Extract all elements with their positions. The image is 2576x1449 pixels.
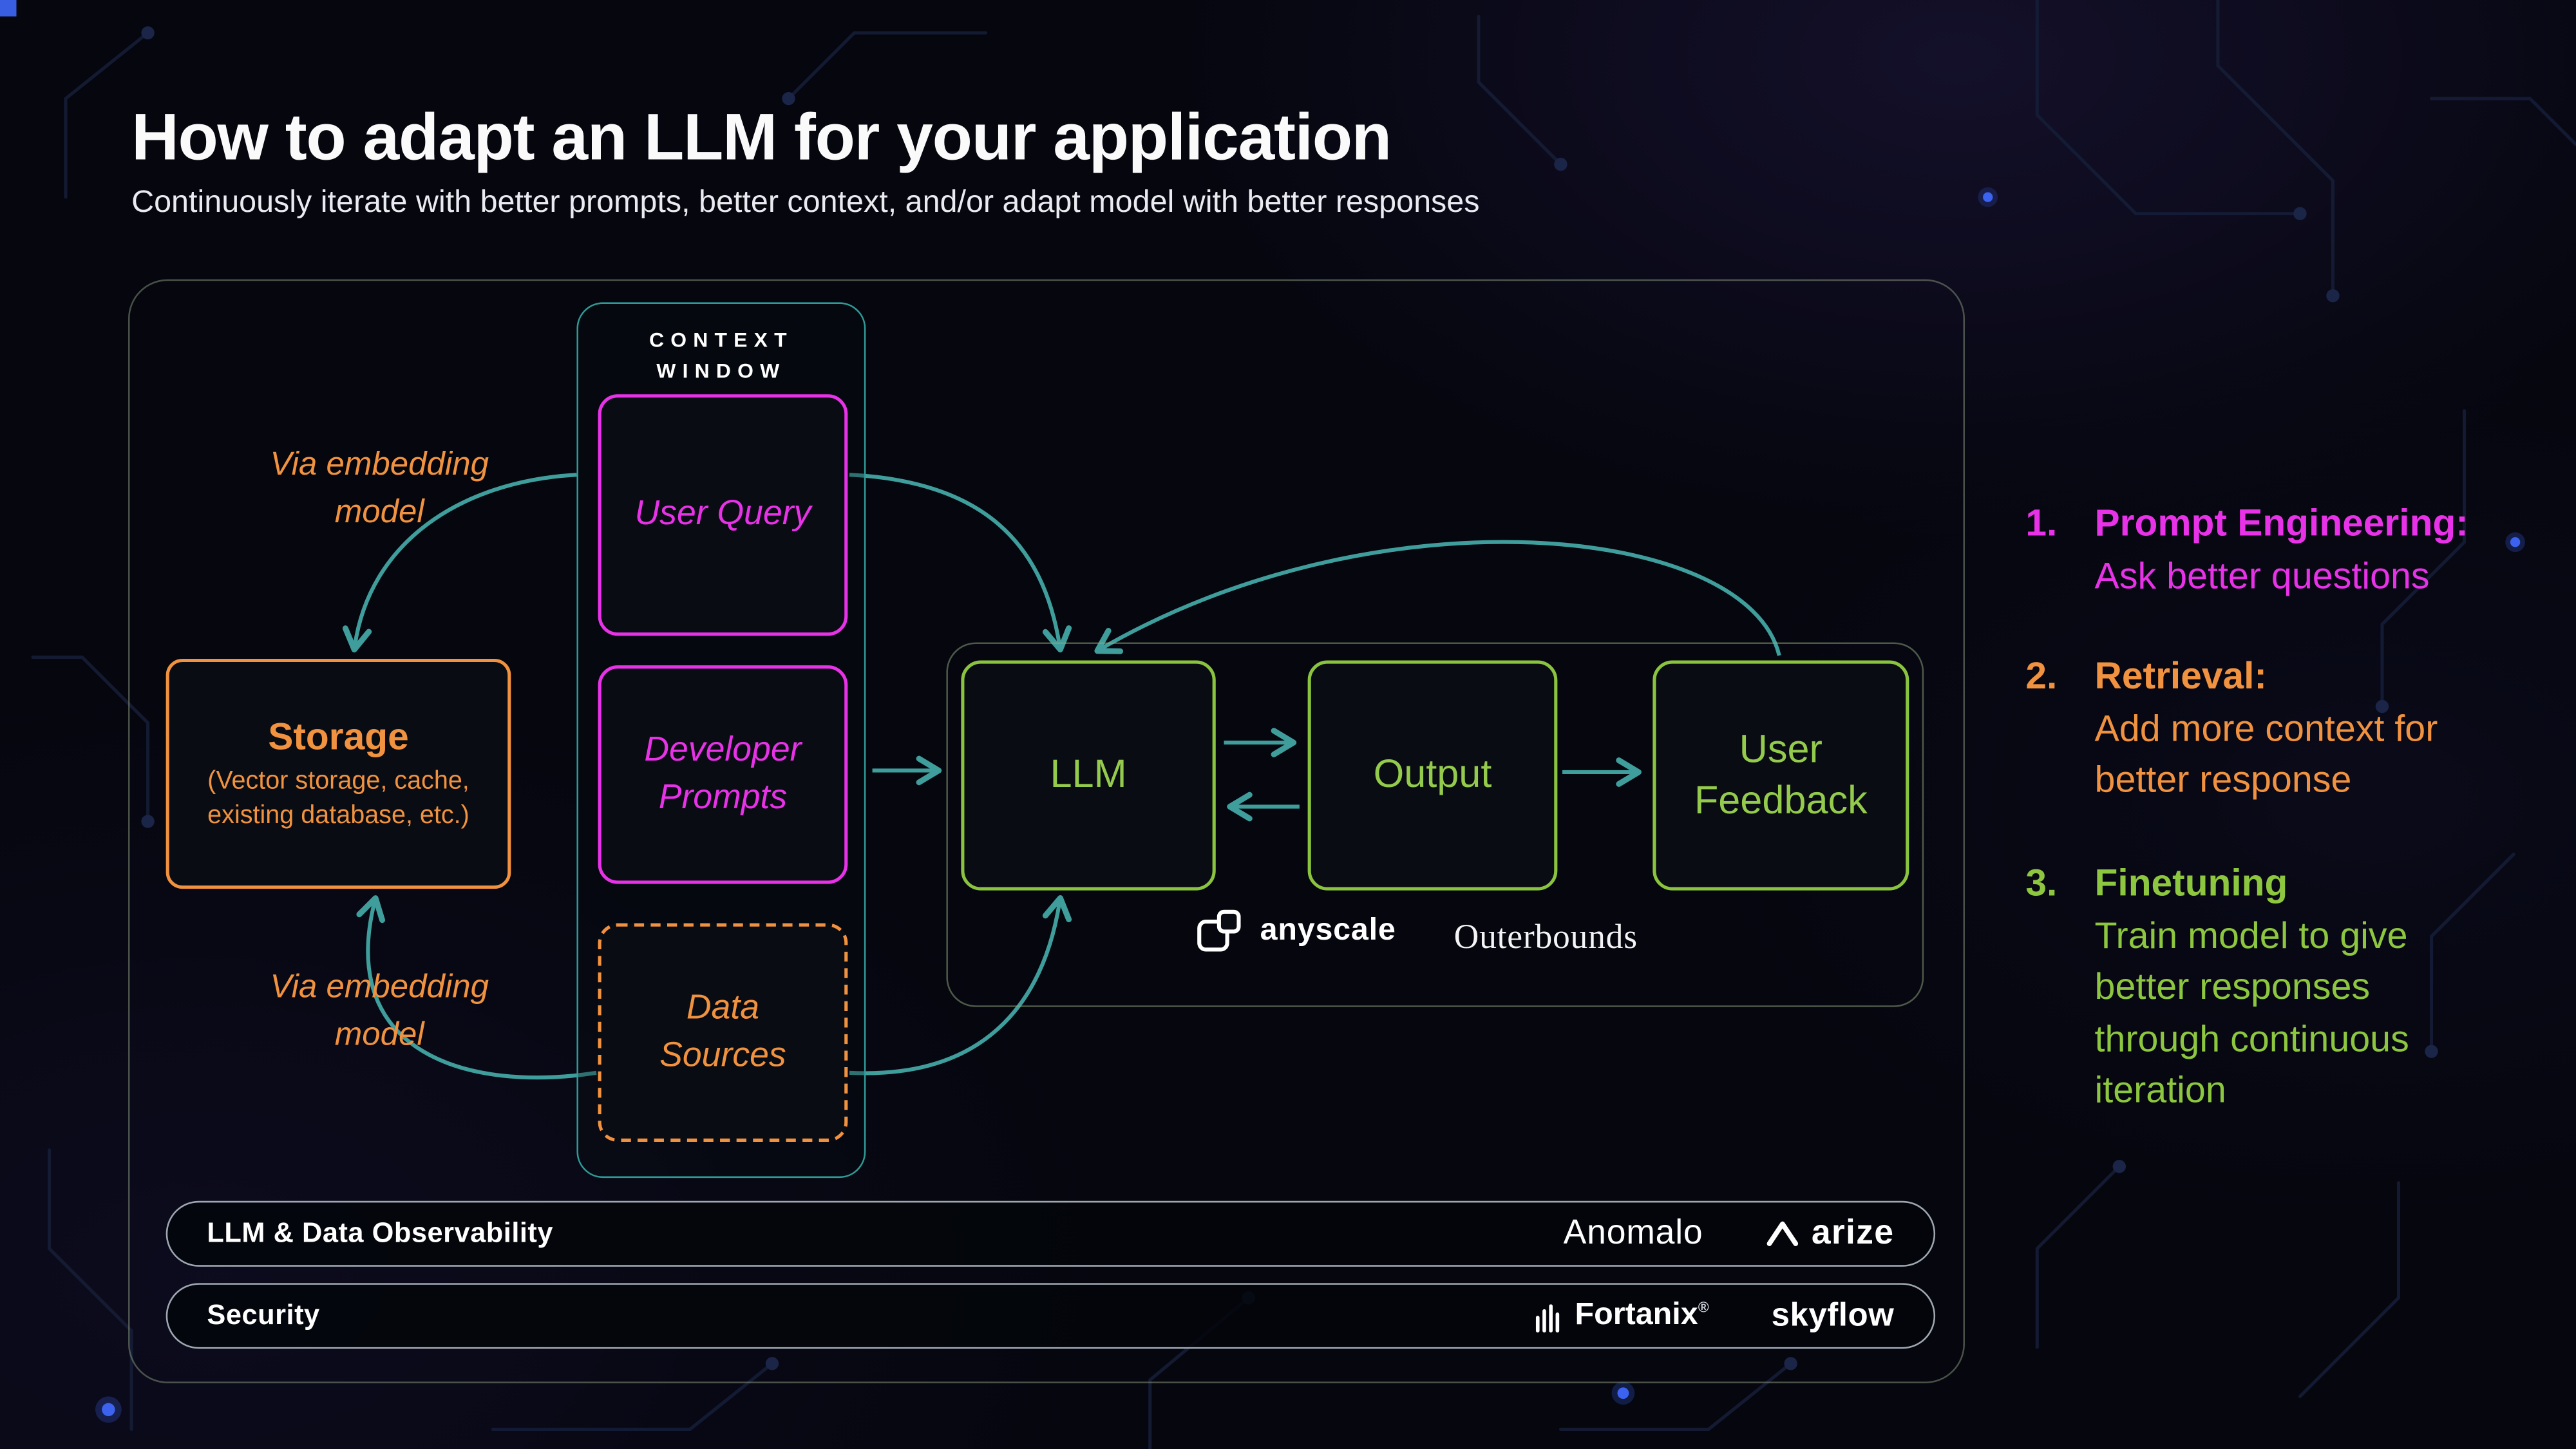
item-body: Add more context for better response (2094, 707, 2438, 800)
sidebar-item-finetuning: 3. Finetuning Train model to give better… (2025, 858, 2464, 1117)
item-number: 1. (2025, 501, 2058, 544)
item-heading: Prompt Engineering: (2094, 501, 2468, 544)
observability-bar-label: LLM & Data Observability (207, 1217, 554, 1249)
arrow-data-sources-to-storage (356, 895, 597, 1080)
skyflow-logo: skyflow (1771, 1297, 1895, 1334)
fortanix-icon (1535, 1304, 1559, 1333)
flow-arrows (342, 473, 1781, 1080)
output-label: Output (1373, 753, 1492, 798)
fortanix-logo: Fortanix® (1534, 1298, 1709, 1334)
via-embedding-label-top: Via embedding model (270, 446, 489, 531)
llm-pipeline-group: LLM Output User Feedback anyscale Outerb… (946, 642, 1924, 1007)
item-body: Ask better questions (2094, 554, 2430, 596)
sidebar-item-retrieval: 2. Retrieval: Add more context for bette… (2025, 650, 2464, 806)
storage-subtitle: (Vector storage, cache, existing databas… (207, 767, 469, 829)
user-query-label: User Query (634, 495, 811, 533)
node-output: Output (1307, 660, 1558, 891)
fortanix-wordmark: Fortanix® (1575, 1298, 1709, 1334)
anomalo-logo: Anomalo (1563, 1214, 1703, 1252)
anyscale-logo: anyscale (1195, 907, 1396, 956)
developer-prompts-label: Developer Prompts (644, 731, 802, 816)
arrow-user-query-to-storage (342, 473, 577, 653)
security-bar-label: Security (207, 1299, 320, 1331)
arize-wordmark: arize (1811, 1214, 1895, 1252)
node-developer-prompts: Developer Prompts (598, 665, 848, 884)
sidebar-item-prompt-engineering: 1. Prompt Engineering: Ask better questi… (2025, 498, 2468, 601)
item-heading: Finetuning (2094, 860, 2288, 904)
node-user-query: User Query (598, 394, 848, 636)
item-number: 3. (2025, 860, 2058, 904)
outerbounds-logo: Outerbounds (1454, 916, 1638, 956)
llm-label: LLM (1050, 753, 1127, 798)
anyscale-icon (1197, 909, 1241, 952)
arize-logo: arize (1765, 1214, 1894, 1253)
security-logos: Fortanix® skyflow (1534, 1297, 1895, 1335)
item-number: 2. (2025, 654, 2058, 697)
security-bar: Security Fortanix® (166, 1283, 1936, 1349)
arrow-data-sources-to-llm (849, 895, 1072, 1075)
arrow-user-feedback-to-llm (1094, 540, 1781, 656)
observability-logos: Anomalo arize (1564, 1214, 1895, 1253)
page-title: How to adapt an LLM for your application (131, 102, 1392, 175)
fortanix-text: Fortanix (1575, 1298, 1698, 1332)
node-storage: Storage (Vector storage, cache, existing… (166, 658, 511, 889)
node-llm: LLM (961, 660, 1216, 891)
node-user-feedback: User Feedback (1653, 660, 1909, 891)
user-feedback-label: User Feedback (1694, 727, 1868, 824)
data-sources-label: Data Sources (659, 989, 786, 1074)
observability-bar: LLM & Data Observability Anomalo arize (166, 1200, 1936, 1267)
anyscale-wordmark: anyscale (1260, 913, 1396, 948)
node-data-sources: Data Sources (598, 923, 848, 1142)
item-body: Train model to give better responses thr… (2094, 914, 2409, 1112)
arize-icon (1766, 1221, 1798, 1246)
page-subtitle: Continuously iterate with better prompts… (131, 185, 1480, 220)
via-embedding-label-bottom: Via embedding model (270, 969, 489, 1054)
diagram-panel: CONTEXT WINDOW User Query Developer Prom… (128, 279, 1965, 1383)
storage-title: Storage (268, 714, 409, 758)
context-window-group: CONTEXT WINDOW User Query Developer Prom… (576, 302, 866, 1179)
context-window-label: CONTEXT WINDOW (649, 328, 793, 384)
fortanix-registered-mark: ® (1698, 1299, 1709, 1316)
item-heading: Retrieval: (2094, 654, 2267, 697)
arrow-user-query-to-llm (849, 473, 1072, 653)
